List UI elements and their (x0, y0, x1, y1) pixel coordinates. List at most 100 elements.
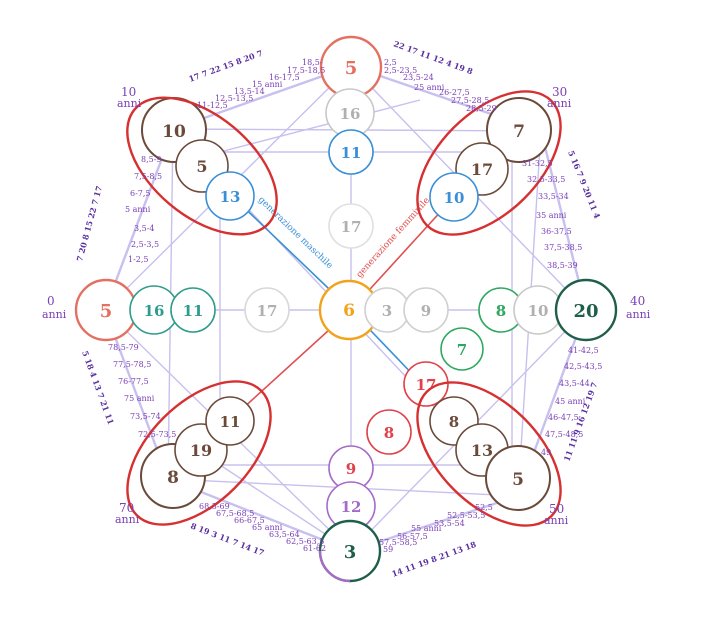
node-right-value: 20 (573, 301, 598, 322)
age-label: 1-2,5 (128, 255, 149, 264)
age-label: 37,5-38,5 (544, 243, 582, 252)
seq-left-upper: 7 20 8 15 22 7 17 (74, 185, 104, 263)
age-range-labels: 1-2,5 2,5-3,5 3,5-4 5 anni 6-7,5 7,5-8,5… (108, 58, 602, 554)
age-label: 2,5-23,5 (384, 66, 417, 75)
age-label: 3,5-4 (134, 224, 155, 233)
age-label: 32,5-33,5 (527, 175, 565, 184)
node-top-left-value: 10 (162, 122, 186, 142)
age-label: 23,5-24 (403, 73, 434, 82)
age-label: 67,5-68,5 (216, 509, 254, 518)
oval-top-right (416, 90, 562, 236)
node-right-3-value: 9 (421, 302, 431, 320)
node-top-right (486, 97, 552, 163)
age-label: 11-12,5 (197, 101, 228, 110)
label-50-num: 50 (549, 502, 564, 516)
label-10-unit: anni (117, 97, 142, 110)
node-top-2-value: 11 (341, 144, 362, 162)
node-bottom-right (485, 445, 551, 511)
age-label: 12,5-13,5 (215, 94, 253, 103)
age-label: 66-67,5 (234, 516, 265, 525)
corner-labels: 0 anni 10 anni 30 anni 40 anni 50 anni 7… (42, 85, 651, 527)
node-top-right-value: 7 (513, 122, 525, 142)
age-label: 27,5-28,5 (451, 96, 489, 105)
node-tr-in (429, 172, 479, 222)
age-label: 31-32,5 (522, 159, 553, 168)
node-br-in-value: 8 (449, 413, 459, 431)
age-label: 7,5-8,5 (134, 172, 162, 181)
node-right-4-value: 3 (382, 302, 392, 320)
node-green-7-value: 7 (457, 341, 467, 359)
age-label: 49 (541, 448, 551, 457)
age-label: 72,5-73,5 (138, 430, 176, 439)
node-left-2-value: 11 (183, 302, 204, 320)
age-label: 59 (383, 545, 393, 554)
label-70-unit: anni (115, 513, 140, 526)
node-top-3 (328, 203, 374, 249)
age-label: 17,5-18,5 (287, 66, 325, 75)
node-tl-in-value: 13 (220, 188, 241, 206)
age-label: 41-42,5 (568, 346, 599, 355)
age-label: 47,5-48,5 (545, 430, 583, 439)
age-label: 75 anni (124, 394, 155, 403)
label-50-unit: anni (544, 514, 569, 527)
highlight-ovals (126, 90, 562, 527)
age-label: 18,5- (302, 58, 323, 67)
label-30-num: 30 (552, 85, 567, 99)
node-bl-mid-value: 19 (190, 441, 212, 460)
node-left-1-value: 16 (144, 302, 165, 320)
oval-bottom-right (416, 381, 562, 527)
node-left-2 (170, 287, 216, 333)
label-40-unit: anni (626, 308, 651, 321)
age-label: 6-7,5 (130, 189, 151, 198)
age-label: 68,5-69 (199, 502, 230, 511)
age-label: 78,5-79 (108, 343, 139, 352)
age-label: 36-37,5 (541, 227, 572, 236)
node-bottom-1-value: 12 (341, 498, 362, 516)
age-label: 42,5-43,5 (564, 362, 602, 371)
seq-left-lower: 5 18 4 13 7 21 11 (80, 349, 116, 426)
node-right-2-value: 8 (496, 302, 506, 320)
node-bottom-arc (318, 550, 351, 583)
age-label: 38,5-39 (547, 261, 578, 270)
circle-nodes: 5 16 11 17 6 3 9 8 10 20 5 16 11 17 9 12 (74, 35, 618, 583)
oval-top-left (126, 96, 278, 236)
age-label: 55 anni (411, 524, 442, 533)
node-bl-in (205, 396, 255, 446)
node-left-3 (244, 287, 290, 333)
age-label: 77,5-78,5 (113, 360, 151, 369)
node-top-2 (328, 129, 374, 175)
node-right-3 (403, 287, 449, 333)
node-red-8-value: 8 (384, 424, 394, 442)
age-label: 65 anni (252, 523, 283, 532)
age-label: 53,5-54 (434, 519, 465, 528)
age-label: 8,5-9 (141, 155, 162, 164)
oval-bottom-left (126, 380, 272, 526)
age-label: 35 anni (536, 211, 567, 220)
age-label: 26-27,5 (439, 88, 470, 97)
age-label: 62,5-63,5 (286, 537, 324, 546)
node-left-value: 5 (100, 301, 113, 322)
age-label: 61-62 (303, 544, 326, 553)
node-bl-in-value: 11 (220, 413, 241, 431)
node-tr-in-value: 10 (444, 189, 465, 207)
node-red-8 (366, 409, 412, 455)
age-label: 46-47,5 (548, 413, 579, 422)
age-label: 2,5-3,5 (131, 240, 159, 249)
node-right (554, 278, 618, 342)
label-10-num: 10 (121, 85, 136, 99)
age-label: 5 anni (125, 205, 151, 214)
age-label: 33,5-34 (538, 192, 569, 201)
node-red-17 (403, 361, 449, 407)
label-30-unit: anni (547, 97, 572, 110)
age-label: 73,5-74 (130, 412, 161, 421)
seq-top-left: 17 7 22 15 8 20 7 (187, 48, 264, 84)
age-label: 63,5-64 (269, 530, 300, 539)
node-top-value: 5 (345, 58, 358, 79)
age-label: 52,5-53,5 (447, 511, 485, 520)
age-label: 25 anni (414, 83, 445, 92)
age-label: 16-17,5 (269, 73, 300, 82)
age-label: 28,5-29 (466, 104, 497, 113)
seq-right-upper: 5 16 7 9 20 11 4 (566, 149, 603, 220)
label-70-num: 70 (119, 501, 134, 515)
